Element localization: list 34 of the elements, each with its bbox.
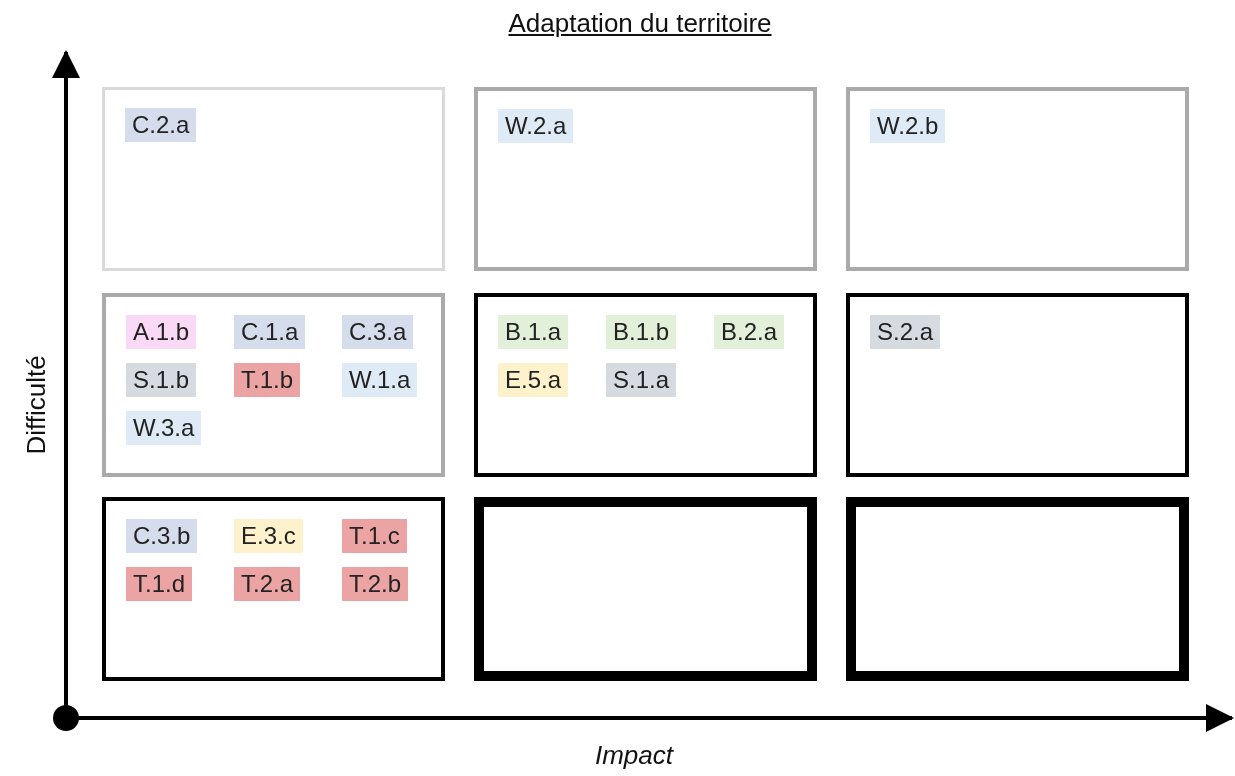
matrix-cell <box>846 293 1189 477</box>
code-tag: C.1.a <box>234 315 306 349</box>
matrix-cell <box>102 87 445 271</box>
code-tag: E.5.a <box>498 363 569 397</box>
matrix-cell <box>102 293 445 477</box>
code-tag: C.3.a <box>342 315 414 349</box>
axis-title: Difficulté <box>20 355 52 455</box>
matrix-cell <box>474 87 817 271</box>
axis-title: Impact <box>595 740 673 771</box>
code-tag: C.3.b <box>126 519 198 553</box>
code-tag: W.2.a <box>498 109 574 143</box>
code-tag: W.3.a <box>126 411 202 445</box>
code-tag: W.2.b <box>870 109 946 143</box>
code-tag: T.1.d <box>126 567 193 601</box>
code-tag: E.3.c <box>234 519 303 553</box>
chart-title: Adaptation du territoire <box>508 8 772 39</box>
code-tag: B.2.a <box>714 315 785 349</box>
matrix-cell <box>474 293 817 477</box>
code-tag: B.1.a <box>498 315 569 349</box>
code-tag: C.2.a <box>125 108 197 142</box>
code-tag: W.1.a <box>342 363 418 397</box>
code-tag: S.1.b <box>126 363 197 397</box>
code-tag: T.1.b <box>234 363 301 397</box>
code-tag: T.2.a <box>234 567 301 601</box>
matrix-cell <box>474 497 817 681</box>
matrix-cell <box>846 87 1189 271</box>
code-tag: T.2.b <box>342 567 409 601</box>
code-tag: B.1.b <box>606 315 677 349</box>
code-tag: A.1.b <box>126 315 197 349</box>
matrix-cell <box>846 497 1189 681</box>
code-tag: T.1.c <box>342 519 407 553</box>
code-tag: S.2.a <box>870 315 941 349</box>
matrix-cell <box>102 497 445 681</box>
code-tag: S.1.a <box>606 363 677 397</box>
